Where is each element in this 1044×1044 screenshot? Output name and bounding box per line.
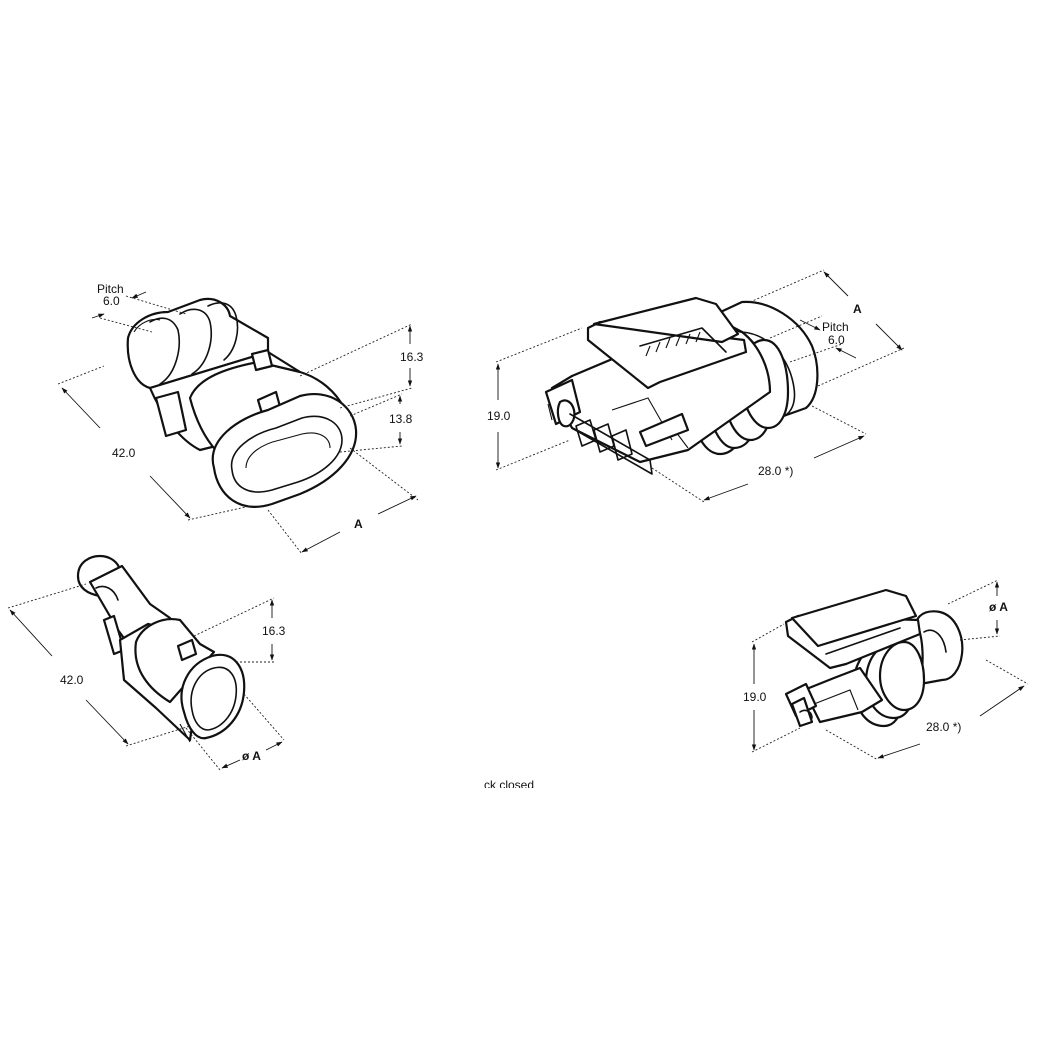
plug-3pin-pitch-dimension: Pitch 6.0 <box>91 282 187 333</box>
socket-1pin-length-value: 28.0 *) <box>926 720 961 734</box>
view-socket-1pin: ø A 19.0 28.0 *) <box>743 579 1029 761</box>
plug-3pin-front-face <box>211 393 358 508</box>
plug-3pin-height-outer-value: 16.3 <box>400 350 424 364</box>
socket-1pin-length-dimension: 28.0 *) <box>825 659 1029 761</box>
plug-3pin-height-outer-dimension: 16.3 <box>299 323 424 409</box>
plug-1pin-diameter-value: ø A <box>242 749 261 763</box>
plug-3pin-height-inner-dimension: 13.8 <box>339 393 413 453</box>
socket-1pin-diameter-dimension: ø A <box>947 579 1008 641</box>
socket-3pin-length-value: 28.0 *) <box>758 464 793 478</box>
plug-1pin-body <box>76 554 216 742</box>
plug-1pin-length-value: 42.0 <box>60 673 84 687</box>
socket-1pin-rear <box>914 610 964 686</box>
socket-3pin-pitch-value: 6.0 <box>828 333 845 347</box>
plug-3pin-width-value: A <box>354 517 363 531</box>
socket-3pin-lever <box>586 296 748 448</box>
socket-1pin-height-value: 19.0 <box>743 690 767 704</box>
plug-3pin-length-dimension: 42.0 <box>57 365 251 521</box>
view-socket-3pin: 19.0 A Pitch 6.0 28.0 *) <box>487 269 905 503</box>
view-plug-3pin: Pitch 6.0 16.3 13.8 42.0 <box>57 282 424 555</box>
socket-3pin-height-value: 19.0 <box>487 409 511 423</box>
socket-1pin-lever <box>784 588 922 670</box>
socket-3pin-pitch-label: Pitch <box>822 320 849 334</box>
plug-1pin-diameter-dimension: ø A <box>185 693 285 771</box>
plug-3pin-rear-caps <box>126 297 270 390</box>
socket-3pin-length-dimension: 28.0 *) <box>651 405 867 503</box>
plug-3pin-pitch-label: Pitch <box>97 282 124 296</box>
socket-1pin-housing <box>784 666 884 728</box>
plug-3pin-width-dimension: A <box>267 447 419 555</box>
plug-1pin-height-value: 16.3 <box>262 624 286 638</box>
cut-off-caption: ck closed <box>484 778 534 792</box>
plug-1pin-front-face <box>179 653 246 743</box>
socket-1pin-height-dimension: 19.0 <box>743 623 801 753</box>
socket-3pin-pitch-dimension: Pitch 6.0 <box>769 315 857 363</box>
socket-1pin-diameter-value: ø A <box>989 600 1008 614</box>
plug-3pin-height-inner-value: 13.8 <box>389 412 413 426</box>
plug-3pin-length-value: 42.0 <box>112 446 136 460</box>
plug-1pin-height-dimension: 16.3 <box>193 597 286 663</box>
socket-3pin-width-value: A <box>853 302 862 316</box>
view-plug-1pin: 16.3 42.0 ø A <box>7 554 286 771</box>
plug-1pin-length-dimension: 42.0 <box>7 583 191 747</box>
plug-3pin-pitch-value: 6.0 <box>103 294 120 308</box>
socket-3pin-height-dimension: 19.0 <box>487 327 583 471</box>
socket-3pin-width-dimension: A <box>749 269 905 387</box>
